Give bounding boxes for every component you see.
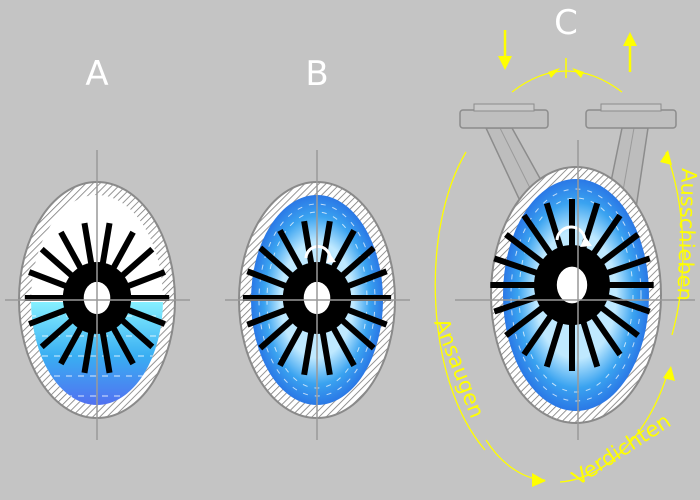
impeller-blade: [301, 220, 315, 267]
impeller-blade: [543, 318, 565, 368]
port-gap-arc: [511, 70, 623, 93]
impeller-blade: [597, 303, 640, 338]
impeller-blade: [258, 316, 296, 351]
shaft-bore: [556, 266, 588, 304]
impeller-blade: [58, 324, 85, 366]
impeller-rotor: [24, 222, 170, 374]
impeller-blade: [329, 229, 357, 272]
impeller-blade: [99, 329, 113, 374]
rotation-arrowhead-icon: [326, 254, 336, 263]
impeller-blade: [39, 316, 76, 350]
rotation-arrow-icon: [555, 225, 587, 243]
impeller-blade: [543, 202, 565, 252]
panel-a-label: A: [85, 54, 108, 94]
impeller-blade: [28, 269, 70, 290]
intake-arc: [434, 151, 486, 451]
water-ring-lines: [510, 188, 642, 402]
impeller-blade: [277, 324, 305, 367]
phase-label-intake: Ansaugen: [429, 315, 489, 421]
impeller-blade: [109, 230, 136, 272]
impeller-blade: [504, 303, 547, 338]
impeller-rotor: [490, 199, 654, 371]
impeller-blade: [338, 245, 376, 280]
inlet-flange: [459, 109, 549, 129]
panel-b-label: B: [305, 54, 328, 94]
inlet-flow-arrowhead-icon: [498, 56, 512, 70]
arc-arrowhead-icon: [548, 68, 560, 78]
impeller-blade: [319, 220, 333, 267]
discharge-arc: [665, 151, 684, 336]
impeller-blade: [39, 246, 76, 280]
impeller-blade: [319, 329, 333, 376]
panel-b: B: [225, 54, 410, 440]
impeller-blade: [521, 213, 555, 258]
compress-arc: [559, 371, 669, 483]
impeller-blade: [493, 255, 541, 277]
impeller-blade: [597, 232, 640, 267]
impeller-blade: [99, 222, 113, 267]
impeller-blade: [301, 329, 315, 376]
impeller-blade: [246, 268, 290, 290]
impeller-blade: [521, 312, 555, 357]
panel-a: A: [5, 54, 190, 440]
impeller-blade: [28, 306, 70, 327]
panel-c: C: [429, 3, 700, 490]
phase-label-discharge: Ausschieben: [672, 168, 700, 301]
impeller-blade: [579, 318, 601, 368]
impeller-blade: [118, 246, 155, 280]
impeller-blade: [589, 312, 623, 357]
impeller-blade: [258, 245, 296, 280]
outlet-flow-arrowhead-icon: [623, 32, 637, 46]
compress-arrowhead-icon: [663, 366, 675, 381]
impeller-blade: [344, 306, 388, 328]
impeller-blade: [277, 229, 305, 272]
impeller-blade: [58, 230, 85, 272]
rotation-arrow-icon: [304, 245, 332, 260]
impeller-blade: [109, 324, 136, 366]
impeller-blade: [124, 269, 166, 290]
impeller-blade: [504, 232, 547, 267]
discharge-arrowhead-icon: [660, 150, 672, 165]
impeller-blade: [338, 316, 376, 351]
intake-arrowhead-icon: [532, 473, 546, 487]
outlet-flange: [585, 109, 677, 129]
impeller-blade: [81, 329, 95, 374]
impeller-blade: [124, 306, 166, 327]
impeller-blade: [493, 293, 541, 315]
impeller-blade: [246, 306, 290, 328]
impeller-blade: [589, 213, 623, 258]
rotation-arrowhead-icon: [580, 236, 592, 247]
impeller-blade: [344, 268, 388, 290]
impeller-blade: [603, 255, 651, 277]
impeller-blade: [81, 222, 95, 267]
panel-c-label: C: [554, 3, 578, 43]
arc-arrowhead-icon: [572, 68, 584, 78]
impeller-blade: [329, 324, 357, 367]
impeller-blade: [118, 316, 155, 350]
intake-arc-tail: [485, 439, 546, 481]
impeller-blade: [603, 293, 651, 315]
